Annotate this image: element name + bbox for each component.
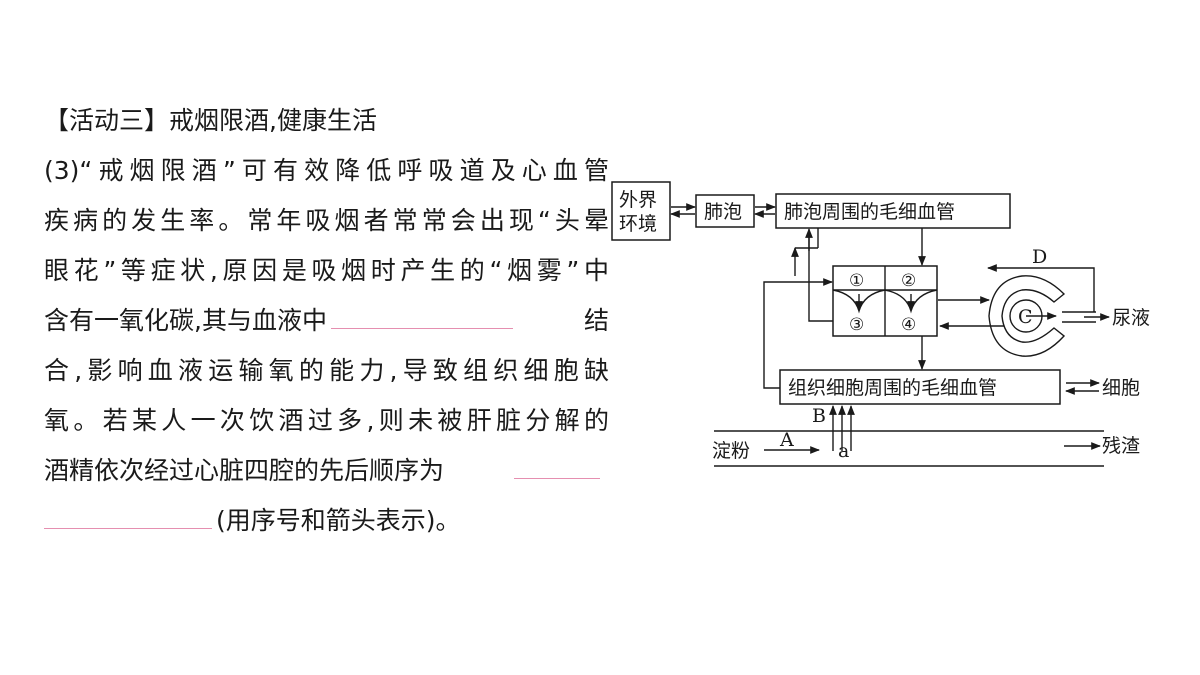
residue-label: 残渣 <box>1102 435 1140 457</box>
alveoli-box <box>695 194 755 228</box>
chamber-2-label: ② <box>901 271 916 291</box>
question-line-1: (3)“戒烟限酒”可有效降低呼吸道及心血管 <box>44 156 609 185</box>
question-block: 【活动三】戒烟限酒,健康生活 (3)“戒烟限酒”可有效降低呼吸道及心血管 疾病的… <box>44 96 609 546</box>
question-line-7-text: 酒精依次经过心脏四腔的先后顺序为 <box>44 456 445 485</box>
question-line-4-start: 含有一氧化碳,其与血液中 <box>44 306 327 335</box>
chamber-4-label: ④ <box>901 315 916 335</box>
answer-blank-1[interactable] <box>330 300 513 329</box>
tissue-capillaries-label: 组织细胞周围的毛细血管 <box>788 377 997 399</box>
answer-blank-2-part-1[interactable] <box>514 450 601 479</box>
tissue-capillaries-box <box>779 369 1061 405</box>
chamber-1-label: ① <box>849 271 864 291</box>
d-loop <box>987 264 1095 312</box>
valve-right <box>884 289 938 314</box>
activity-heading: 【活动三】戒烟限酒,健康生活 <box>44 106 377 135</box>
tissue-cells-label: 细胞 <box>1102 377 1140 399</box>
question-line-5: 合,影响血液运输氧的能力,导致组织细胞缺 <box>44 356 609 385</box>
question-line-8: (用序号和箭头表示)。 <box>44 496 609 546</box>
external-environment-label-2: 环境 <box>619 213 657 235</box>
answer-blank-2-part-2[interactable] <box>44 500 212 529</box>
urine-label: 尿液 <box>1112 307 1150 329</box>
alveoli-label: 肺泡 <box>704 201 742 223</box>
question-line-6: 氧。若某人一次饮酒过多,则未被肝脏分解的 <box>44 406 609 435</box>
external-environment-box <box>611 181 671 241</box>
label-b: B <box>812 405 826 427</box>
question-line-8-text: (用序号和箭头表示)。 <box>216 506 461 535</box>
label-a-upper: A <box>779 429 794 451</box>
outer-left-loop <box>763 278 833 389</box>
kidney-label-c: C <box>1018 306 1033 328</box>
chamber-3-label: ③ <box>849 315 864 335</box>
alveolar-capillaries-box <box>775 193 1011 229</box>
kidney-shape <box>988 275 1066 357</box>
question-line-2: 疾病的发生率。常年吸烟者常常会出现“头晕 <box>44 206 609 235</box>
left-vessel-to-atrium <box>808 266 833 322</box>
question-line-7: 酒精依次经过心脏四腔的先后顺序为 <box>44 446 609 496</box>
question-line-3: 眼花”等症状,原因是吸烟时产生的“烟雾”中 <box>44 256 609 285</box>
label-a-lower: a <box>838 440 849 462</box>
starch-label: 淀粉 <box>712 440 750 462</box>
valve-left <box>832 289 886 314</box>
circulation-diagram: 外界 环境 肺泡 肺泡周围的毛细血管 ① ② ③ ④ C 尿液 D <box>611 181 1150 467</box>
question-line-4-end: 结 <box>583 306 609 335</box>
label-d: D <box>1032 246 1047 268</box>
external-environment-label-1: 外界 <box>619 189 657 211</box>
alveolar-capillaries-label: 肺泡周围的毛细血管 <box>784 201 955 223</box>
question-line-4: 含有一氧化碳,其与血液中 结 <box>44 296 609 346</box>
